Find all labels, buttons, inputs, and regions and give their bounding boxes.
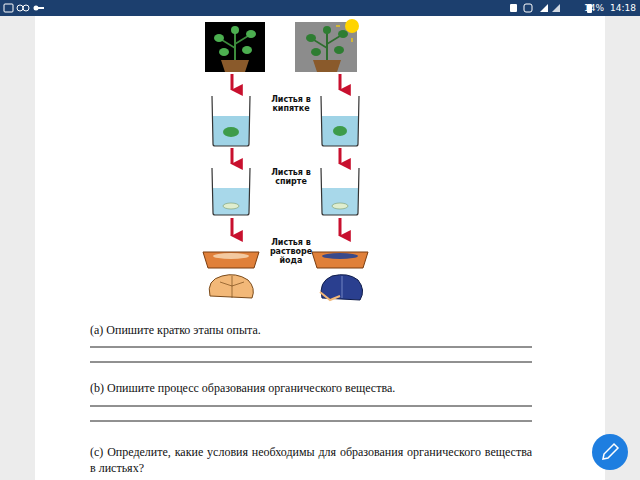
status-text: 14% — [584, 0, 608, 16]
status-icons — [4, 4, 592, 13]
plant-in-dark — [205, 22, 265, 72]
status-bar — [0, 0, 640, 16]
result-leaves — [209, 275, 362, 300]
step-label: Листья в кипятке — [262, 95, 320, 113]
status-text: 14:18 — [610, 0, 638, 16]
step-label: Листья в спирте — [262, 168, 320, 186]
question-text: (a) Опишите кратко этапы опыта. — [90, 322, 532, 338]
plant-in-light — [295, 19, 359, 72]
beakers-boiling — [212, 96, 359, 146]
step-label: Листья в растворе йода — [262, 238, 320, 266]
question-text: (b) Опишите процесс образования органиче… — [90, 380, 532, 396]
page — [35, 16, 605, 480]
edit-button — [592, 434, 628, 470]
answer-lines — [90, 347, 532, 421]
beakers-alcohol — [212, 168, 359, 215]
question-text: (c) Определите, какие условия необходимы… — [90, 444, 532, 476]
